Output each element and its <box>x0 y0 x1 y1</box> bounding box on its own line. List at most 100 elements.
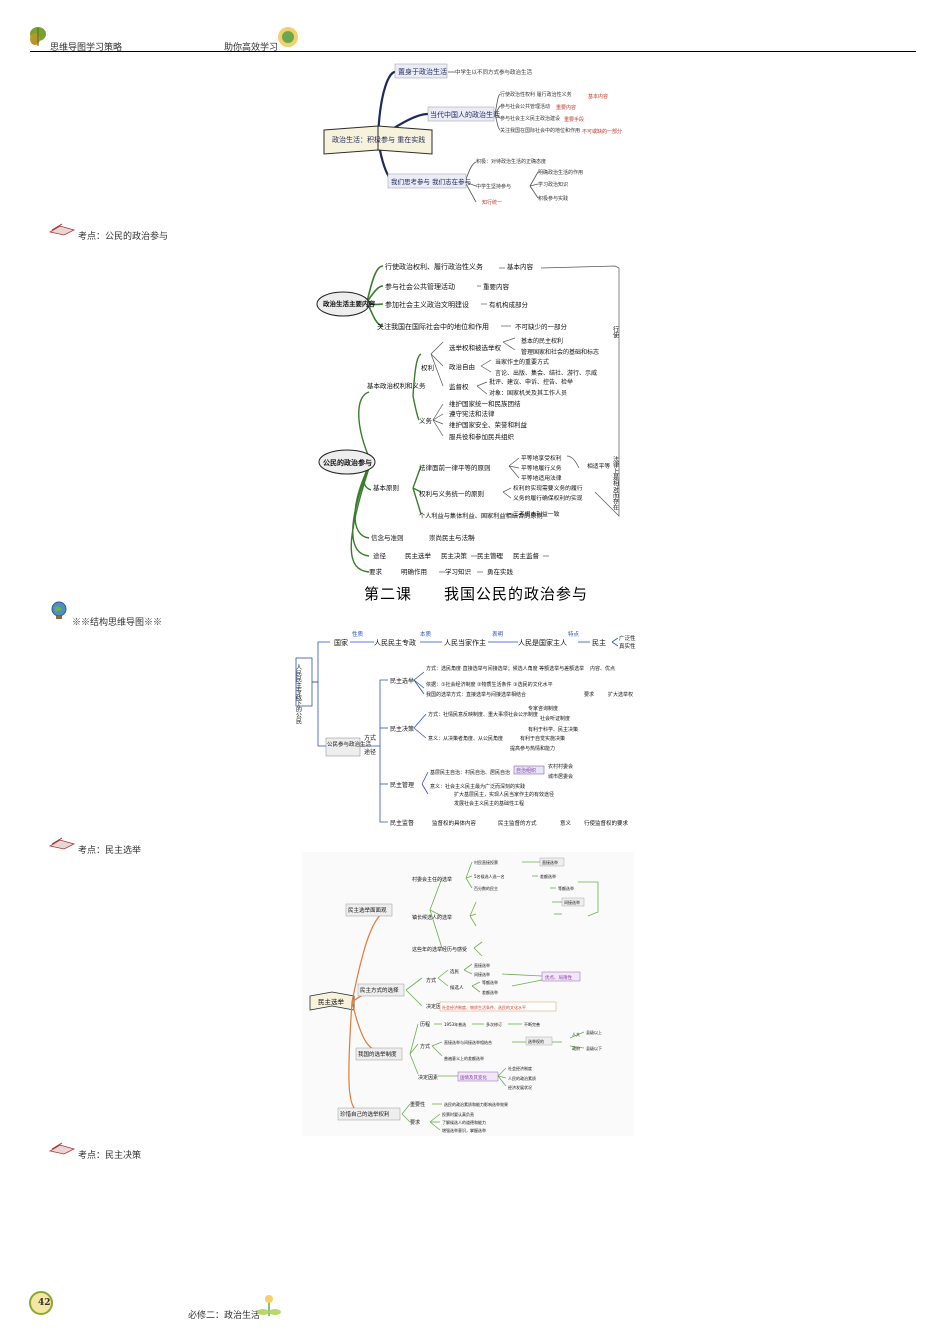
map3-top-4: 人民是国家主人 <box>518 638 567 647</box>
map4-b1-leaf-2: 5名候选人选一名 <box>474 873 505 879</box>
map4-b2-leaf-6: 差额选举 <box>482 989 498 995</box>
map2-principles-title: 基本原则 <box>373 483 399 492</box>
map3-left: 人民民主专政下的公民 <box>295 664 302 725</box>
map3-juece-tag-1: 专家咨询制度 <box>528 705 558 712</box>
map2-duty-3: 维护国家安全、荣誉和利益 <box>449 420 528 429</box>
map4-b3-leaf-13: 人民的政治素质 <box>508 1075 536 1081</box>
map2-top-item-1: 行使政治权利、履行政治性义务 <box>385 262 483 271</box>
plant-icon <box>256 1294 282 1322</box>
map2-right-desc-1: 基本的民主权利 <box>521 337 563 345</box>
mindmap-structure: 人民民主专政下的公民 国家 人民民主专政 人民当家作主 人民是国家主人 民主 性… <box>295 630 637 827</box>
map2-equal-tag: 相适平等 <box>587 462 610 470</box>
map3-juece-tag-4: 有利于自觉实施决策 <box>520 735 565 742</box>
map2-tujing-3: 民主管理 <box>477 551 504 560</box>
map3-top-label-1: 性质 <box>352 630 364 638</box>
map2-duty-1: 维护国家统一和民族团结 <box>449 399 521 408</box>
map3-hub-label-2: 途径 <box>364 748 376 756</box>
map2-right-desc-5: 批评、建议、申诉、控告、检举 <box>489 378 573 386</box>
map2-principle-sub-3: 平等地适用法律 <box>521 474 562 482</box>
map2-right-desc-2: 管理国家和社会的基础和标志 <box>521 348 599 356</box>
map4-b3-leaf-11: 国情及其变化 <box>460 1074 487 1081</box>
map4-b4-item-1: 重要性 <box>410 1101 425 1108</box>
mindmap-political-life: 政治生活：积极参与 重在实践 置身于政治生活 中学生以不同方式参与政治生活 当代… <box>323 63 622 206</box>
map1-b3-sub-1: 明确政治生活的作用 <box>538 169 583 176</box>
map3-hub: 公民参与政治生活 <box>327 740 372 748</box>
map2-principle-3: 个人利益与集体利益、国家利益相结合的原则 <box>419 512 543 520</box>
map4-b3-leaf-10: 普遍意义上的差额选举 <box>444 1055 484 1061</box>
page-number: 42 <box>38 1298 51 1308</box>
map2-tujing-4: 民主监督 <box>513 551 540 560</box>
map4-b4-leaf-4: 增强选举意识，掌握选举 <box>442 1127 486 1133</box>
map3-jiandu-4: 行使监督权的要求 <box>584 819 629 827</box>
map1-b2-item-2: 参与社会公共管理活动 <box>500 103 550 110</box>
map1-b2-tag-1: 基本内容 <box>588 93 608 100</box>
map3-top-label-2: 本质 <box>420 630 432 638</box>
map4-b4-leaf-3: 了解候选人的道德和能力 <box>442 1119 486 1125</box>
clock-icon <box>28 1290 54 1316</box>
book-pen-icon-3 <box>48 1140 76 1159</box>
map2-top-item-2: 参与社会公共管理活动 <box>385 282 455 291</box>
map4-branch-3: 我国的选举制度 <box>358 1050 397 1058</box>
map3-jiandu-3: 意义 <box>560 819 572 827</box>
map4-b1-leaf-7: 间接选举 <box>564 899 580 905</box>
map4-b1-item-3: 这些年的选举经历与感受 <box>412 946 467 953</box>
map4-b2-item-2: 决定因素 <box>426 1003 446 1010</box>
map2-xinnian: 信念与准则 <box>371 533 404 542</box>
map4-b3-item-1: 历程 <box>420 1021 430 1028</box>
map4-b1-item-2: 镇长候选人的选举 <box>412 914 452 921</box>
lesson-title: 第二课 我国公民的政治参与 <box>364 585 589 603</box>
map1-b2-item-3: 参与社会主义民主政治建设 <box>500 115 560 122</box>
map2-tujing-1: 民主选举 <box>405 551 432 560</box>
map4-b3-item-3: 决定因素 <box>418 1074 438 1081</box>
map4-b1-leaf-5: 差额选举 <box>540 873 556 879</box>
map2-top-center: 政治生活主要内容 <box>323 299 376 308</box>
cloud-shape-center <box>318 449 376 475</box>
map4-b1-leaf-4: 直接选举 <box>542 859 558 865</box>
sun-icon <box>278 27 298 47</box>
map1-b2-item-1: 行使政治性权利 履行政治性义务 <box>500 91 572 98</box>
map4-b3-leaf-14: 经济发展状况 <box>508 1084 532 1090</box>
map3-top-label-4: 特点 <box>568 630 580 638</box>
map4-b1-leaf-3: 百分数的民主 <box>474 885 498 891</box>
header-divider <box>30 51 916 52</box>
map3-guanli-3: 扩大基层民主，实现人民当家作主的有效途径 <box>454 791 554 798</box>
map4-b3-leaf-6: 人大 <box>572 1031 580 1037</box>
map2-top-tag-4: 不可缺少的一部分 <box>515 322 568 331</box>
map3-guanli-tag-1: 自治组织 <box>516 767 536 774</box>
kaodian-political-participation: 考点：公民的政治参与 <box>78 232 169 242</box>
mindmap-democratic-election: 民主选举 民主选举面面观 村委会主任的选举 镇长候选人的选举 这些年的选举经历与… <box>302 852 634 1136</box>
map2-center: 公民的政治参与 <box>323 458 372 467</box>
map2-yaoqiu: 要求 <box>369 567 383 576</box>
map2-yaoqiu-1: 明确作用 <box>401 567 427 576</box>
map3-juece-1: 方式：社情民意反映制度、重大事项社会公示制度 <box>428 711 538 718</box>
map4-b3-leaf-5: 选举权的 <box>528 1038 544 1044</box>
map3-xuanju-tag-1: 内容、优点 <box>590 665 615 672</box>
map4-branch-2: 民主方式的选择 <box>360 986 399 994</box>
book-icon <box>323 125 433 155</box>
map2-principle-1: 法律面前一律平等的原则 <box>419 463 491 472</box>
map3-top-2: 人民民主专政 <box>374 638 416 647</box>
map3-guanli-1: 基层民主自治：村民自治、居民自治 <box>430 769 510 776</box>
map2-duty-4: 服兵役和参加民兵组织 <box>449 432 515 441</box>
map4-b3-leaf-7: 县级以上 <box>586 1029 602 1035</box>
globe-icon <box>50 601 68 625</box>
kaodian-democratic-election: 考点：民主选举 <box>78 846 142 856</box>
map4-b2-leaf-3: 直接选举 <box>474 962 490 968</box>
map4-b1-leaf-1: 村民直接投票 <box>474 859 498 865</box>
map4-b3-leaf-12: 社会经济制度 <box>508 1065 532 1071</box>
map4-b4-leaf-1: 选民的政治素质和能力影响选举效果 <box>444 1101 508 1107</box>
cloud-shape-top <box>316 291 370 317</box>
map2-duty-2: 遵守宪法和法律 <box>449 409 495 418</box>
map3-xuanju-tag-2: 要求 <box>584 691 594 698</box>
map4-b3-leaf-9: 县级以下 <box>586 1045 602 1051</box>
map4-b1-item-1: 村委会主任的选举 <box>412 876 452 883</box>
map2-top-tag-3: 有机构成部分 <box>489 300 529 309</box>
map1-b3-sub-3: 积极参与实践 <box>538 195 568 202</box>
map4-b3-leaf-4: 直接选举与间接选举相结合 <box>444 1039 492 1045</box>
map2-right-2: 政治自由 <box>449 362 475 371</box>
map2-yaoqiu-3: 勇在实践 <box>487 567 514 576</box>
map2-top-item-3: 参加社会主义政治文明建设 <box>385 300 469 309</box>
map4-b2-item-1: 方式 <box>426 977 436 984</box>
map1-b3-sub-2: 学习政治知识 <box>538 181 568 188</box>
map4-b3-leaf-2: 多次修订 <box>486 1021 502 1027</box>
